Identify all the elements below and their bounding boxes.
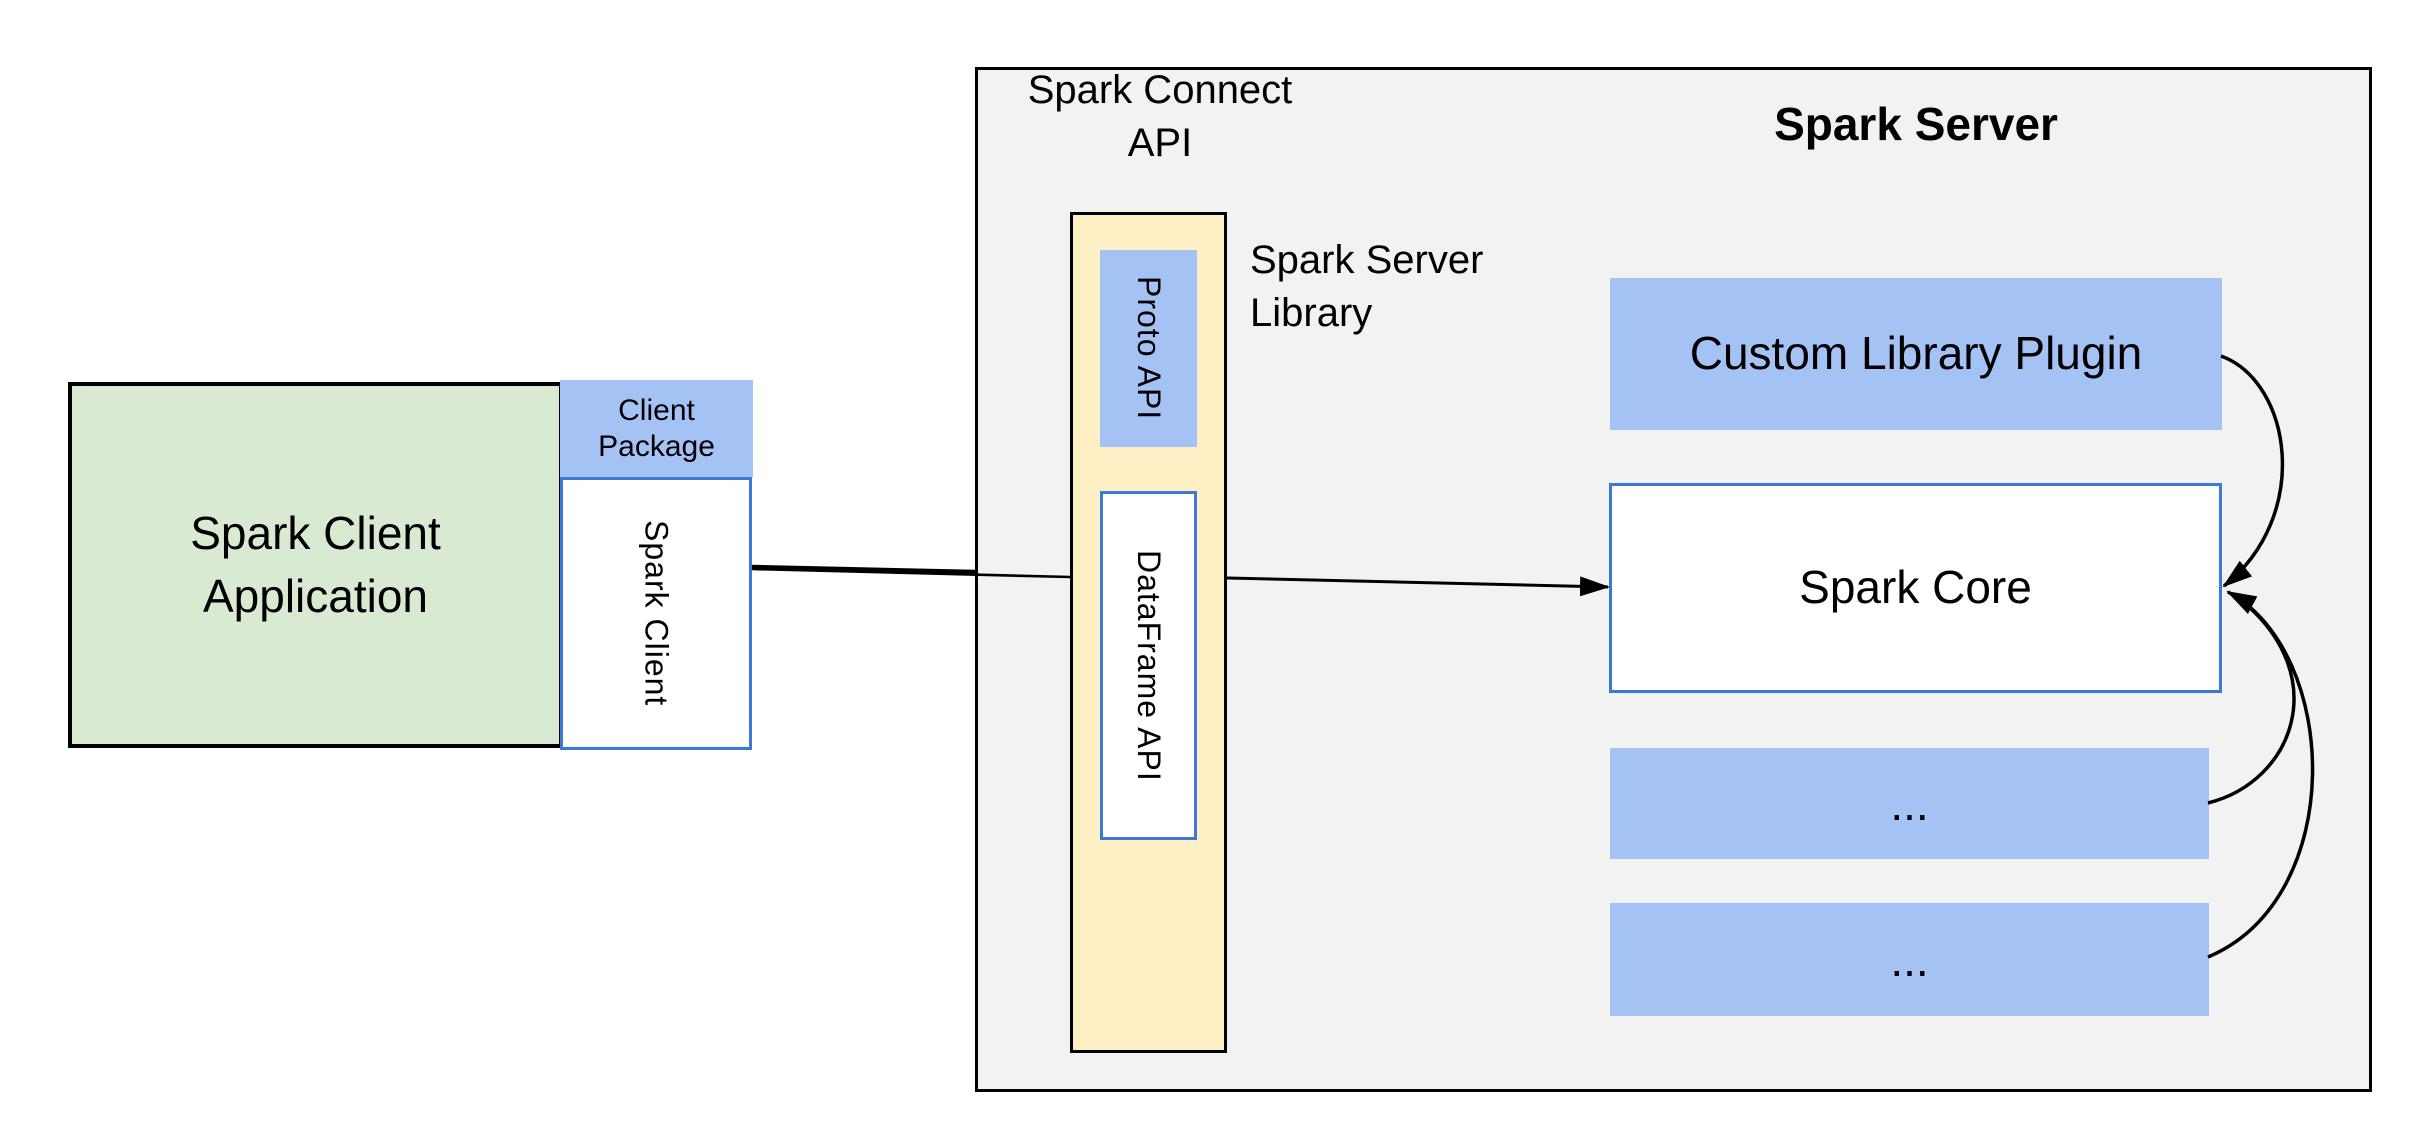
- custom-library-plugin-box: Custom Library Plugin: [1610, 278, 2222, 430]
- extension-box-2: ...: [1610, 903, 2209, 1016]
- spark-core-label: Spark Core: [1799, 561, 2032, 614]
- spark-connect-api-label: Spark Connect API: [1027, 68, 1293, 165]
- spark-client-box: Spark Client: [560, 477, 752, 750]
- spark-client-application-box: Spark Client Application: [68, 382, 563, 748]
- proto-api-label: Proto API: [1131, 276, 1167, 421]
- spark-core-box: Spark Core: [1609, 483, 2222, 693]
- client-package-box: Client Package: [560, 380, 753, 477]
- spark-server-library-label: Spark Server Library: [1250, 238, 1484, 335]
- extension-box-1: ...: [1610, 748, 2209, 859]
- client-package-label: Client Package: [598, 393, 715, 463]
- spark-client-label: Spark Client: [638, 520, 675, 707]
- spark-client-application-label: Spark Client Application: [190, 506, 441, 622]
- proto-api-box: Proto API: [1100, 250, 1197, 447]
- dataframe-api-box: DataFrame API: [1100, 491, 1197, 840]
- client-to-server-line-start: [751, 564, 976, 575]
- extension-box-1-label: ...: [1890, 777, 1929, 830]
- extension-box-2-label: ...: [1890, 933, 1929, 986]
- custom-library-plugin-label: Custom Library Plugin: [1689, 327, 2143, 380]
- spark-server-title: Spark Server: [1774, 98, 2058, 150]
- dataframe-api-label: DataFrame API: [1131, 549, 1167, 782]
